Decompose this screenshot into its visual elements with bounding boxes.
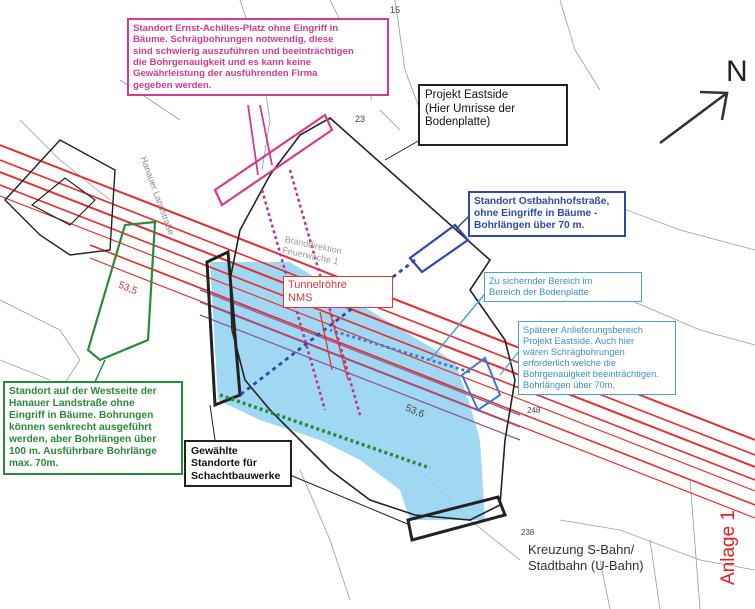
eastside-leader <box>384 139 421 161</box>
callout-eastside: Projekt Eastside (Hier Umrisse der Boden… <box>418 84 568 146</box>
callout-ernst-achilles-line: Bäume. Schrägbohrungen notwendig, diese <box>133 34 334 46</box>
tunnel-leader <box>319 311 333 371</box>
navy-site <box>408 223 470 274</box>
callout-gewaehlte-line: Standorte für <box>191 457 257 470</box>
plot-number-15: 15 <box>390 5 401 15</box>
callout-anlieferung-line: Bohrlängen über 70m. <box>523 379 615 390</box>
callout-anlieferung-line: Späterer Anlieferungsbereich <box>523 325 643 335</box>
gewaehlte-leader-1 <box>209 404 216 441</box>
navy-leader <box>454 214 471 231</box>
tunnel-lines <box>0 144 755 519</box>
callout-eastside-line: Projekt Eastside <box>425 89 509 101</box>
callout-westseite-line: max. 70m. <box>9 458 59 470</box>
callout-ernst-achilles-line: sind schwierig auszuführen und beeinträc… <box>133 45 354 57</box>
callout-anlieferung: Späterer Anlieferungsbereich Projekt Eas… <box>518 321 676 395</box>
magenta-leader-2 <box>259 104 273 166</box>
kreuzung-line-2: Stadtbahn (U-Bahn) <box>528 558 644 574</box>
callout-westseite-line: können senkrecht ausgeführt <box>9 422 152 434</box>
anlieferung-leader <box>499 349 521 376</box>
callout-gewaehlte-standorte: Gewählte Standorte für Schachtbauwerke <box>184 440 292 488</box>
zu-sichern-leader <box>429 289 489 361</box>
plot-number-238: 238 <box>521 528 535 537</box>
callout-westseite-line: werden, aber Bohrlängen über <box>9 434 157 446</box>
callout-gewaehlte-line: Schachtbauwerke <box>191 469 281 482</box>
callout-ostbahnhof-line: Bohrlängen über 70 m. <box>474 220 585 232</box>
shaft-west <box>205 249 242 408</box>
callout-anlieferung-line: erforderlich welche die <box>523 357 617 368</box>
callout-anlieferung-line: Bohrgenauigkeit beeinträchtigen. <box>523 368 659 379</box>
callout-tunnel: Tunnelröhre NMS <box>283 276 393 308</box>
green-leader <box>94 359 106 383</box>
eastside-outline <box>229 117 516 521</box>
anlieferung-site <box>460 356 502 412</box>
callout-anlieferung-line: Projekt Eastside. Auch hier <box>523 335 635 346</box>
left-small-outline <box>30 177 96 226</box>
anlieferung-drill <box>329 328 471 374</box>
tunnel-centerlines <box>199 289 521 441</box>
navy-drill <box>239 258 416 397</box>
callout-ernst-achilles-line: Standort Ernst-Achilles-Platz ohne Eingr… <box>133 23 339 34</box>
north-label: N <box>726 55 748 88</box>
magenta-leader-1 <box>247 104 259 176</box>
callout-ernst-achilles: Standort Ernst-Achilles-Platz ohne Eingr… <box>127 18 389 96</box>
tunnel-leader-2 <box>329 311 349 381</box>
plot-number-23: 23 <box>355 114 366 124</box>
gewaehlte-leader-2 <box>289 474 411 526</box>
callout-ostbahnhof: Standort Ostbahnhofstraße, ohne Eingriff… <box>468 191 626 238</box>
callout-gewaehlte-line: Gewählte <box>191 445 238 457</box>
callout-zu-sichernder-line: Zu sichernder Bereich im <box>489 276 593 286</box>
callout-ernst-achilles-line: gegeben werden. <box>133 79 212 91</box>
callout-tunnel-line: Tunnelröhre <box>288 279 347 291</box>
secure-area <box>210 262 485 520</box>
callout-eastside-line: (Hier Umrisse der <box>425 102 516 115</box>
callout-westseite-line: Eingriff in Bäume. Bohrungen <box>9 410 154 422</box>
callout-tunnel-line: NMS <box>288 291 313 304</box>
north-arrow <box>659 90 729 145</box>
sheet-label-anlage: Anlage 1 <box>718 509 739 585</box>
callout-westseite-line: Hanauer Landstraße ohne <box>9 398 135 410</box>
callout-westseite: Standort auf der Westseite der Hanauer L… <box>3 381 183 476</box>
plot-number-248: 248 <box>527 406 541 415</box>
green-site <box>86 220 157 362</box>
callout-westseite-line: Standort auf der Westseite der <box>9 386 157 397</box>
callout-ernst-achilles-line: Gewährleistung der ausführenden Firma <box>133 68 318 80</box>
callout-ostbahnhof-line: ohne Eingriffe in Bäume - <box>474 208 598 220</box>
left-building-outline <box>4 139 116 256</box>
callout-anlieferung-line: wären Schrägbohrungen <box>523 346 625 357</box>
callout-ostbahnhof-line: Standort Ostbahnhofstraße, <box>474 196 610 207</box>
callout-ernst-achilles-line: die Bohrgenauigkeit und es kann keine <box>133 56 312 68</box>
kreuzung-line-1: Kreuzung S-Bahn/ <box>528 542 635 557</box>
shaft-south <box>406 495 508 542</box>
callout-zu-sichernder-line: Bereich der Bodenplatte <box>489 286 589 297</box>
callout-zu-sichernder-bereich: Zu sichernder Bereich im Bereich der Bod… <box>484 272 642 302</box>
magenta-site <box>213 113 334 207</box>
callout-westseite-line: 100 m. Ausführbare Bohrlänge <box>9 446 157 458</box>
callout-eastside-line: Bodenplatte) <box>425 116 491 129</box>
green-drill <box>219 393 431 470</box>
kreuzung-label: Kreuzung S-Bahn/ Stadtbahn (U-Bahn) <box>528 542 644 575</box>
